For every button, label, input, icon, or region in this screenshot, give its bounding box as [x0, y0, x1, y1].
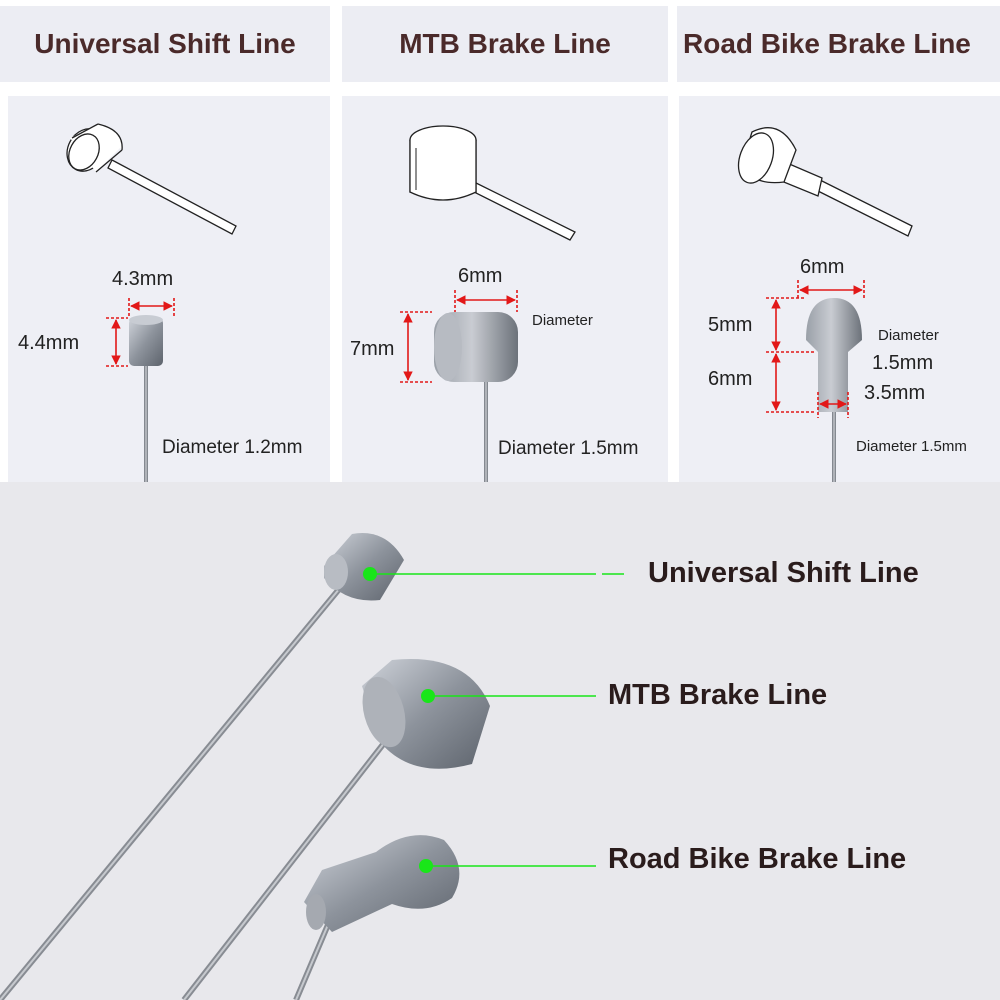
- pointer-lines: [370, 573, 624, 867]
- bottom-shift-head: [324, 533, 404, 601]
- mtb-width-label: 6mm: [458, 265, 503, 287]
- bottom-label-mtb-brake-line: MTB Brake Line: [608, 679, 828, 711]
- bottom-label-universal-shift-line: Universal Shift Line: [648, 557, 919, 589]
- mtb-brake-line-head-photo: [434, 312, 518, 482]
- cable-photo-area: [0, 482, 1000, 1000]
- panel-mtb-brake-line: [342, 96, 668, 482]
- bottom-road-head: [304, 835, 460, 932]
- header-road-bike-brake-line: Road Bike Brake Line: [677, 6, 1000, 82]
- header-label: Universal Shift Line: [34, 28, 296, 59]
- header-mtb-brake-line: MTB Brake Line: [342, 6, 668, 82]
- panel-universal-shift-line: [8, 96, 330, 482]
- shift-diameter-label: Diameter 1.2mm: [162, 437, 303, 458]
- shift-line-head-photo: [129, 315, 163, 482]
- pointer-dot-mtb: [421, 689, 435, 703]
- road-head-diameter-label: 1.5mm: [872, 352, 934, 374]
- mtb-brake-line-dimensions: [400, 290, 518, 383]
- pointer-dot-shift: [363, 567, 377, 581]
- bottom-mtb-head: [362, 658, 490, 769]
- shift-height-label: 4.4mm: [18, 332, 80, 354]
- road-width-label: 6mm: [800, 256, 845, 278]
- header-universal-shift-line: Universal Shift Line: [0, 6, 330, 82]
- shift-line-dimensions: [106, 298, 175, 367]
- mtb-diameter-label: Diameter 1.5mm: [498, 438, 639, 459]
- road-brake-line-dimensions: [766, 280, 865, 418]
- shift-line-drawing: [66, 123, 237, 235]
- road-head-label: Diameter: [878, 327, 939, 344]
- road-brake-line-drawing: [737, 127, 913, 237]
- mtb-height-label: 7mm: [350, 338, 395, 360]
- bottom-label-road-bike-brake-line: Road Bike Brake Line: [608, 843, 907, 875]
- mtb-brake-line-drawing: [409, 125, 576, 241]
- bottom-cables: [0, 586, 391, 1000]
- road-lower-height-label: 6mm: [708, 368, 753, 390]
- road-brake-line-head-photo: [806, 298, 862, 482]
- header-label: MTB Brake Line: [399, 28, 611, 59]
- road-upper-height-label: 5mm: [708, 314, 753, 336]
- road-diameter-label: Diameter 1.5mm: [856, 438, 967, 455]
- header-label: Road Bike Brake Line: [683, 28, 971, 59]
- pointer-dot-road: [419, 859, 433, 873]
- mtb-head-label: Diameter: [532, 312, 593, 329]
- road-neck-width-label: 3.5mm: [864, 382, 926, 404]
- shift-width-label: 4.3mm: [112, 268, 174, 290]
